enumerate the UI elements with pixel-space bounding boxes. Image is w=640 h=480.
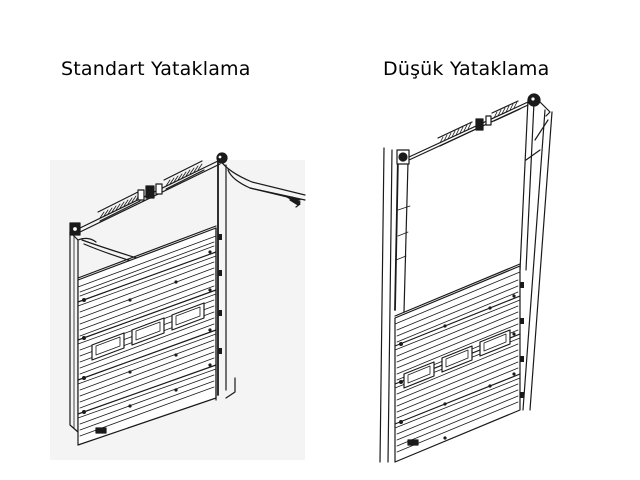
door-windows: [403, 329, 511, 389]
window-2: [131, 317, 165, 346]
left-track-curve: [77, 237, 97, 243]
torsion-spring-shaft: [79, 159, 221, 233]
right-drum-pulley: [527, 93, 551, 117]
torsion-spring-shaft: [408, 100, 529, 161]
torsion-spring-left: [97, 191, 141, 222]
window-3: [479, 329, 511, 357]
door-hinges: [399, 282, 524, 440]
window-1: [403, 361, 435, 389]
window-3: [171, 302, 205, 331]
torsion-spring-right: [491, 100, 521, 122]
torsion-spring-left: [437, 121, 475, 147]
left-vertical-rail: [379, 147, 411, 463]
left-drum-pulley: [69, 222, 81, 236]
low-mounting-title: Düşük Yataklama: [383, 58, 550, 80]
left-drum-pulley: [396, 149, 410, 165]
door-handle: [407, 439, 419, 446]
window-1: [91, 332, 125, 361]
horizontal-track: [249, 187, 306, 208]
center-bracket: [475, 115, 492, 131]
standard-mounting-title: Standart Yataklama: [61, 58, 251, 80]
torsion-spring-right: [163, 160, 205, 190]
center-bracket: [137, 183, 163, 201]
door-hinges: [82, 234, 222, 414]
window-2: [441, 345, 473, 373]
door-handle: [95, 427, 107, 434]
right-vertical-rail: [519, 99, 553, 411]
door-windows: [91, 302, 205, 361]
